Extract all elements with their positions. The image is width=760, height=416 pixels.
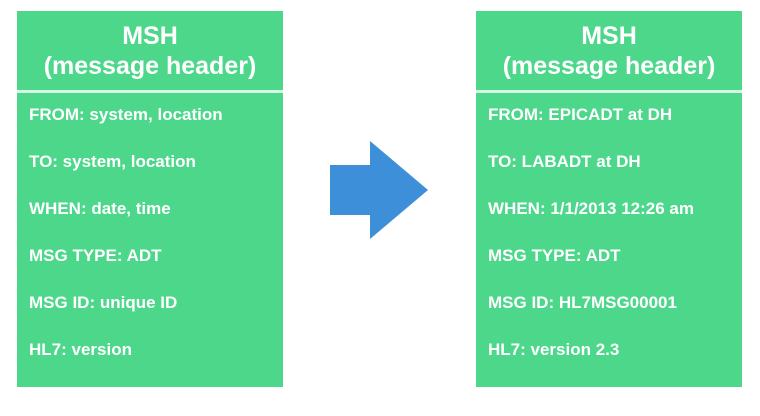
field-hl7-version: HL7: version xyxy=(29,340,132,359)
card-title-line2: (message header) xyxy=(502,51,716,80)
field-msg-id: MSG ID: unique ID xyxy=(29,293,178,312)
field-when: WHEN: 1/1/2013 12:26 am xyxy=(488,199,694,218)
card-title: MSH (message header) xyxy=(476,11,742,90)
field-msg-type: MSG TYPE: ADT xyxy=(29,246,162,265)
field-to: TO: system, location xyxy=(29,152,196,171)
card-divider xyxy=(17,90,283,93)
field-when: WHEN: date, time xyxy=(29,199,171,218)
card-title-line1: MSH xyxy=(581,21,637,50)
field-to: TO: LABADT at DH xyxy=(488,152,641,171)
card-title: MSH (message header) xyxy=(17,11,283,90)
card-divider xyxy=(476,90,742,93)
right-arrow-icon xyxy=(330,141,428,239)
msh-example-card: MSH (message header) FROM: EPICADT at DH… xyxy=(476,11,742,387)
field-hl7-version: HL7: version 2.3 xyxy=(488,340,620,359)
msh-template-card: MSH (message header) FROM: system, locat… xyxy=(17,11,283,387)
field-from: FROM: system, location xyxy=(29,105,223,124)
field-msg-id: MSG ID: HL7MSG00001 xyxy=(488,293,677,312)
card-title-line2: (message header) xyxy=(43,51,257,80)
card-title-line1: MSH xyxy=(122,21,178,50)
field-msg-type: MSG TYPE: ADT xyxy=(488,246,621,265)
card-field-list: FROM: system, location TO: system, locat… xyxy=(17,93,283,387)
card-field-list: FROM: EPICADT at DH TO: LABADT at DH WHE… xyxy=(476,93,742,387)
field-from: FROM: EPICADT at DH xyxy=(488,105,673,124)
